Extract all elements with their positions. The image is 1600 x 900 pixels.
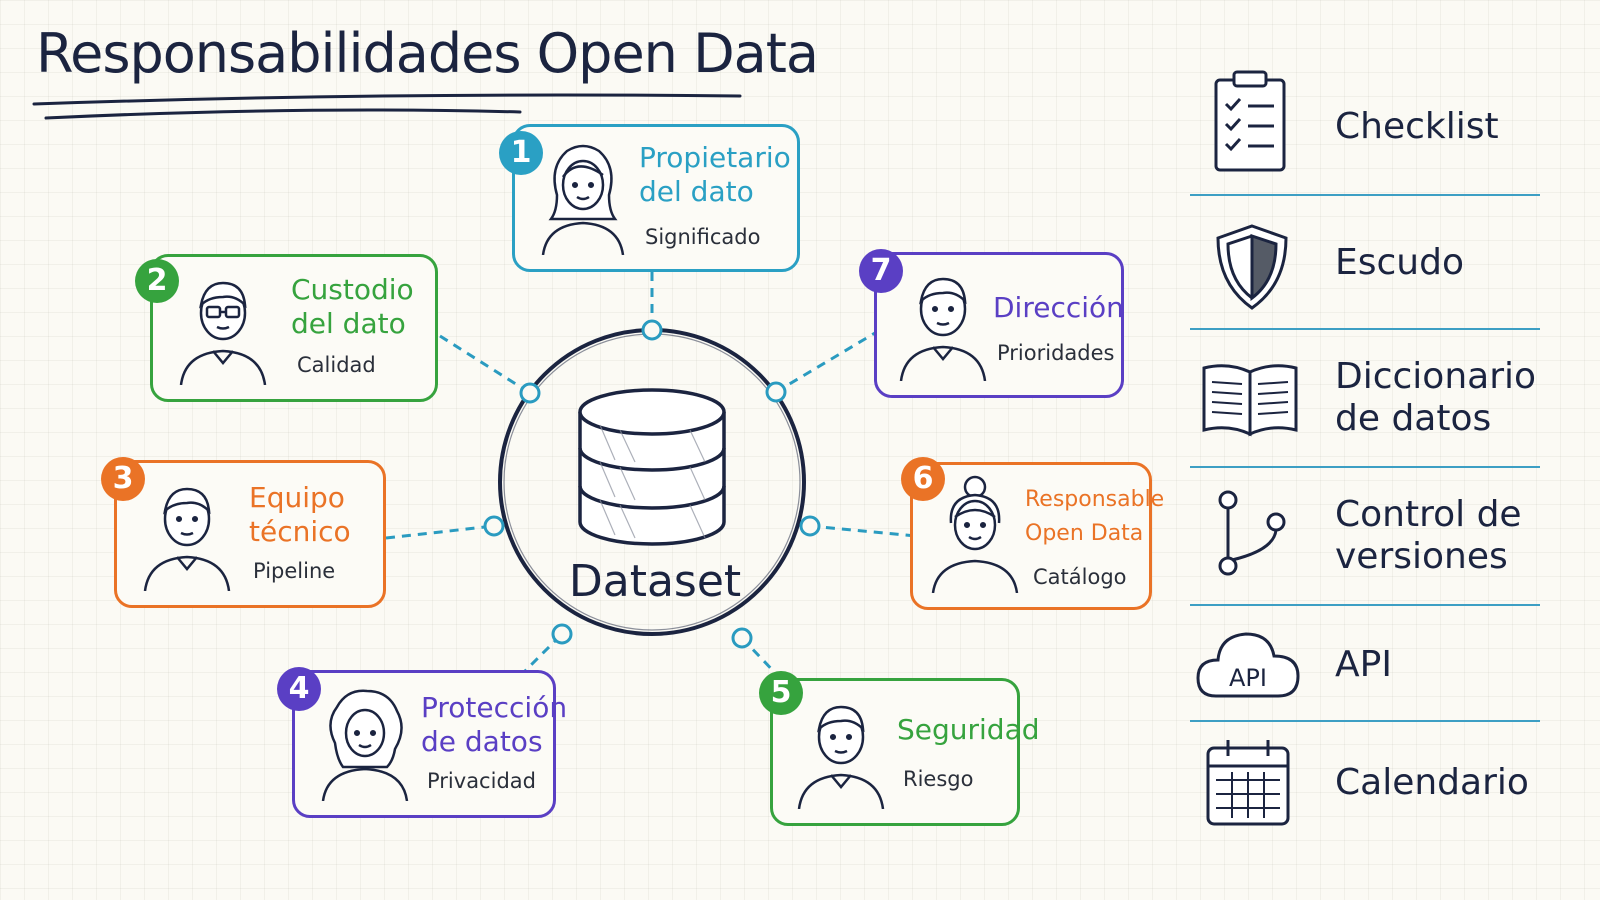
role-name: Responsable Open Data bbox=[1025, 487, 1165, 546]
role-card-7[interactable]: 7 Dirección Prioridades bbox=[859, 249, 1124, 398]
man-icon bbox=[895, 263, 991, 385]
role-task: Riesgo bbox=[903, 767, 974, 791]
branch-icon bbox=[1208, 488, 1288, 582]
cloud-api-icon-text: API bbox=[1229, 664, 1267, 692]
role-name: Custodio del dato bbox=[291, 273, 414, 340]
database-icon bbox=[578, 388, 726, 546]
legend-label: API bbox=[1335, 644, 1392, 685]
man-glasses-icon bbox=[175, 267, 271, 389]
clipboard-checklist-icon bbox=[1210, 68, 1290, 178]
man-icon bbox=[793, 691, 889, 813]
legend-divider bbox=[1190, 466, 1540, 468]
legend-label: Escudo bbox=[1335, 242, 1464, 283]
role-task: Significado bbox=[645, 225, 761, 249]
role-name: Equipo técnico bbox=[249, 481, 351, 548]
legend-divider bbox=[1190, 720, 1540, 722]
role-name: Protección de datos bbox=[421, 691, 568, 758]
role-task: Pipeline bbox=[253, 559, 336, 583]
shield-icon bbox=[1212, 222, 1292, 316]
role-task: Calidad bbox=[297, 353, 376, 377]
node-3 bbox=[483, 515, 505, 537]
woman-long-hair-icon bbox=[537, 137, 629, 259]
node-6 bbox=[799, 515, 821, 537]
legend-label: Checklist bbox=[1335, 106, 1499, 147]
role-task: Catálogo bbox=[1033, 565, 1127, 589]
role-name: Seguridad bbox=[897, 713, 1040, 746]
role-task: Privacidad bbox=[427, 769, 536, 793]
role-number-badge: 2 bbox=[135, 259, 179, 303]
role-name: Dirección bbox=[993, 291, 1124, 324]
legend-label: Calendario bbox=[1335, 762, 1529, 803]
woman-bun-icon bbox=[927, 473, 1023, 597]
legend-item-dictionary: Diccionario de datos bbox=[1190, 354, 1540, 474]
role-card-2[interactable]: 2 Custodio del dato Calidad bbox=[135, 254, 438, 402]
connector-6 bbox=[809, 524, 917, 538]
role-number-badge: 5 bbox=[759, 671, 803, 715]
hub-label: Dataset bbox=[568, 556, 742, 607]
man-icon bbox=[139, 473, 235, 595]
cloud-api-icon: API bbox=[1194, 626, 1304, 706]
legend-item-api: API API bbox=[1190, 622, 1540, 742]
legend-label: Control de versiones bbox=[1335, 494, 1522, 577]
node-2 bbox=[519, 382, 541, 404]
node-1 bbox=[641, 319, 663, 341]
role-number-badge: 7 bbox=[859, 249, 903, 293]
legend-item-shield: Escudo bbox=[1190, 222, 1540, 342]
calendar-icon bbox=[1202, 738, 1294, 832]
title-underline-2 bbox=[44, 108, 522, 120]
legend-item-checklist: Checklist bbox=[1190, 68, 1540, 188]
role-name: Propietario del dato bbox=[639, 141, 791, 208]
role-number-badge: 3 bbox=[101, 457, 145, 501]
legend-item-version-control: Control de versiones bbox=[1190, 488, 1540, 608]
woman-curly-hair-icon bbox=[317, 683, 413, 805]
node-7 bbox=[765, 381, 787, 403]
open-book-icon bbox=[1198, 360, 1302, 444]
role-number-badge: 1 bbox=[499, 131, 543, 175]
legend-divider bbox=[1190, 328, 1540, 330]
node-4 bbox=[551, 623, 573, 645]
connector-3 bbox=[385, 524, 495, 540]
role-number-badge: 4 bbox=[277, 667, 321, 711]
node-5 bbox=[731, 627, 753, 649]
legend-divider bbox=[1190, 194, 1540, 196]
role-card-5[interactable]: 5 Seguridad Riesgo bbox=[759, 671, 1040, 826]
legend-label: Diccionario de datos bbox=[1335, 356, 1537, 439]
role-number-badge: 6 bbox=[901, 457, 945, 501]
page-title: Responsabilidades Open Data bbox=[36, 22, 819, 85]
role-card-3[interactable]: 3 Equipo técnico Pipeline bbox=[101, 457, 386, 608]
role-card-4[interactable]: 4 Protección de datos Privacidad bbox=[277, 667, 567, 818]
role-card-6[interactable]: 6 Responsable Open Data Catálogo bbox=[901, 457, 1164, 610]
connector-7 bbox=[775, 328, 881, 394]
role-card-1[interactable]: 1 Propietario del dato Significado bbox=[499, 124, 800, 272]
role-task: Prioridades bbox=[997, 341, 1115, 365]
legend-item-calendar: Calendario bbox=[1190, 738, 1540, 858]
title-underline bbox=[32, 93, 742, 106]
legend-divider bbox=[1190, 604, 1540, 606]
connector-2 bbox=[439, 334, 531, 395]
